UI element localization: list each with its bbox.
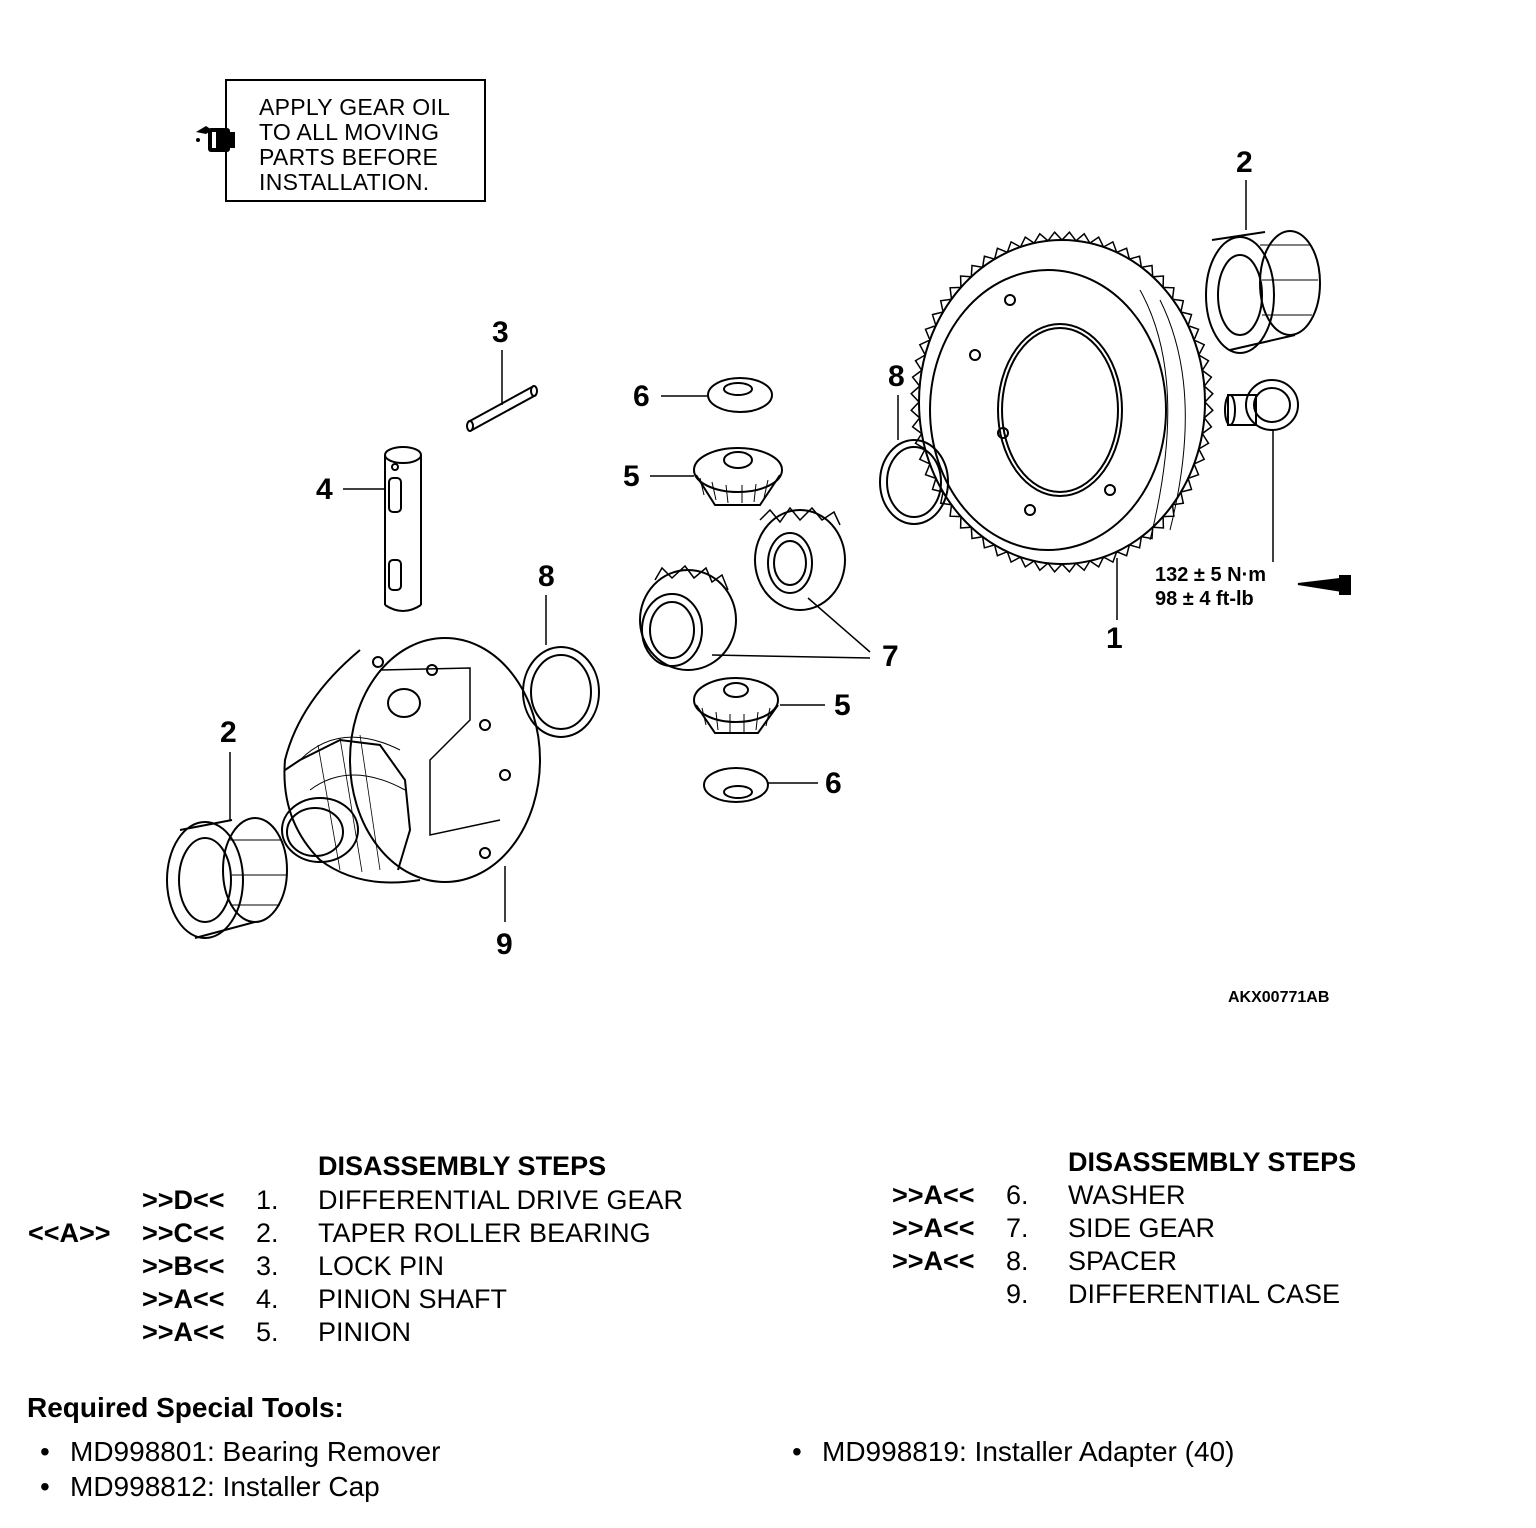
callout-4: 4 — [316, 473, 333, 506]
spacer-lower-inner — [530, 654, 592, 730]
tool-name: MD998812: Installer Cap — [70, 1471, 380, 1502]
leader-lines — [229, 180, 1274, 922]
step-name: TAPER ROLLER BEARING — [318, 1218, 651, 1248]
step-number: 1. — [256, 1185, 279, 1215]
tool-name: MD998801: Bearing Remover — [70, 1436, 441, 1467]
callout-2: 2 — [220, 716, 237, 749]
step-number: 3. — [256, 1251, 279, 1281]
oil-can-icon — [196, 126, 235, 152]
step-name: PINION — [318, 1317, 412, 1347]
step-row: >>B<< 3. LOCK PIN — [0, 1250, 720, 1283]
step-number: 7. — [1006, 1213, 1029, 1243]
bullet: • — [40, 1436, 50, 1467]
step-name: SPACER — [1068, 1246, 1178, 1276]
tool-name: MD998819: Installer Adapter (40) — [822, 1436, 1235, 1467]
step-row: >>D<< 1. DIFFERENTIAL DRIVE GEAR — [0, 1184, 720, 1217]
step-row: >>A<< 6. WASHER — [0, 1179, 1500, 1212]
step-mark: >>A<< — [892, 1213, 975, 1243]
pinion-shaft — [384, 446, 422, 612]
step-number: 9. — [1006, 1279, 1029, 1309]
differential-drive-gear — [910, 231, 1214, 573]
step-number: 6. — [1006, 1180, 1029, 1210]
step-number: 2. — [256, 1218, 279, 1248]
washer-lower-hole — [723, 785, 753, 799]
spacer-lower — [522, 646, 600, 738]
step-mark: >>C<< — [142, 1218, 225, 1248]
step-row: >>A<< 4. PINION SHAFT — [0, 1283, 720, 1316]
step-name: DIFFERENTIAL CASE — [1068, 1279, 1341, 1309]
step-name: WASHER — [1068, 1180, 1186, 1210]
callout-1: 1 — [1106, 622, 1123, 655]
taper-roller-bearing-lower — [166, 817, 288, 939]
note-line: TO ALL MOVING — [259, 119, 440, 145]
washer-upper-hole — [723, 382, 753, 396]
callout-7: 7 — [882, 640, 899, 673]
torque-spec: 132 ± 5 N·m 98 ± 4 ft-lb — [1155, 563, 1266, 611]
step-row: 9. DIFFERENTIAL CASE — [0, 1278, 1500, 1311]
callout-5: 5 — [623, 460, 640, 493]
callout-3: 3 — [492, 316, 509, 349]
callout-5: 5 — [834, 689, 851, 722]
gear-oil-note: APPLY GEAR OIL TO ALL MOVING PARTS BEFOR… — [225, 79, 486, 202]
gear-bolt — [1224, 379, 1299, 431]
side-gear-upper — [754, 506, 846, 611]
pinion-lower — [693, 677, 779, 734]
callout-6: 6 — [633, 380, 650, 413]
callout-8: 8 — [888, 360, 905, 393]
figure-id: AKX00771AB — [1228, 989, 1330, 1006]
bullet: • — [40, 1471, 50, 1502]
step-name: SIDE GEAR — [1068, 1213, 1216, 1243]
step-mark: >>A<< — [142, 1284, 225, 1314]
pinion-upper — [693, 447, 783, 506]
step-row: >>A<< 7. SIDE GEAR — [0, 1212, 1500, 1245]
step-name: LOCK PIN — [318, 1251, 445, 1281]
callout-8: 8 — [538, 560, 555, 593]
step-name: DIFFERENTIAL DRIVE GEAR — [318, 1185, 684, 1215]
step-mark: >>A<< — [142, 1317, 225, 1347]
callout-6: 6 — [825, 767, 842, 800]
callout-2: 2 — [1236, 146, 1253, 179]
step-row: >>A<< 5. PINION — [0, 1316, 720, 1349]
lock-pin — [466, 385, 538, 432]
step-name: PINION SHAFT — [318, 1284, 508, 1314]
steps-header: DISASSEMBLY STEPS — [318, 1151, 607, 1181]
side-gear-lower — [639, 564, 737, 671]
torque-imperial: 98 ± 4 ft-lb — [1155, 588, 1254, 610]
step-mark: >>A<< — [892, 1246, 975, 1276]
washer-lower — [703, 767, 769, 803]
steps-header: DISASSEMBLY STEPS — [1068, 1147, 1357, 1177]
step-mark: >>A<< — [892, 1180, 975, 1210]
step-mark: >>B<< — [142, 1251, 225, 1281]
note-line: PARTS BEFORE — [259, 144, 439, 170]
callout-9: 9 — [496, 928, 513, 961]
parts-drawing — [166, 180, 1351, 939]
spacer-upper — [879, 439, 949, 525]
step-row: <<A>> >>C<< 2. TAPER ROLLER BEARING — [0, 1217, 720, 1250]
washer-upper — [707, 377, 773, 413]
step-mark: >>D<< — [142, 1185, 225, 1215]
tools-title: Required Special Tools: — [27, 1392, 344, 1423]
spacer-upper-inner — [886, 446, 942, 518]
torque-arrow-icon — [1297, 575, 1351, 595]
step-number: 5. — [256, 1317, 279, 1347]
torque-metric: 132 ± 5 N·m — [1155, 564, 1267, 586]
taper-roller-bearing-upper — [1205, 230, 1321, 354]
step-number: 4. — [256, 1284, 279, 1314]
differential-case — [281, 637, 541, 884]
note-line: APPLY GEAR OIL — [259, 94, 451, 120]
step-row: >>A<< 8. SPACER — [0, 1245, 1500, 1278]
gear-teeth — [910, 231, 1214, 573]
bullet: • — [792, 1436, 802, 1467]
step-number: 8. — [1006, 1246, 1029, 1276]
note-line: INSTALLATION. — [259, 169, 430, 195]
step-pre-mark: <<A>> — [28, 1218, 111, 1248]
gear-teeth-outline — [910, 231, 1214, 573]
